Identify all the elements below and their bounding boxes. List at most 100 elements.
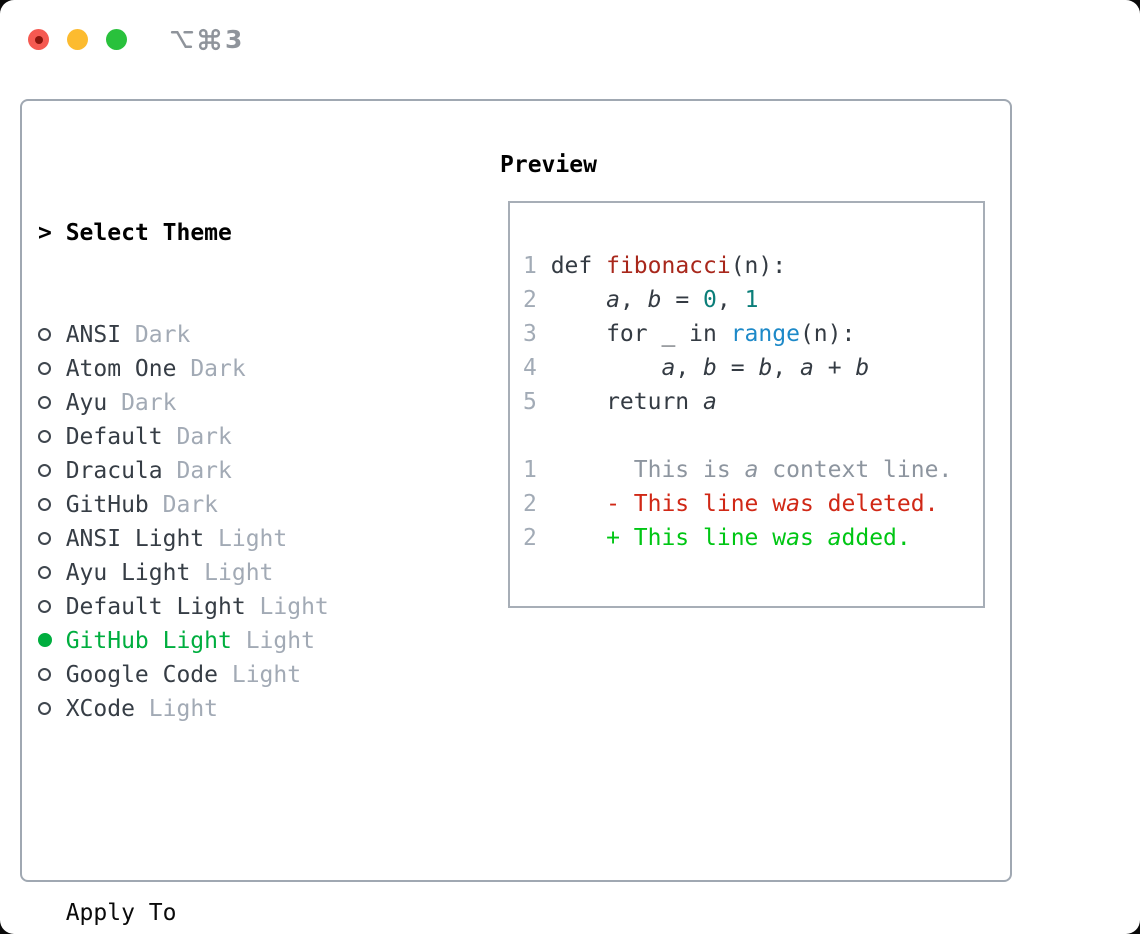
code-token: a <box>744 457 759 483</box>
code-token: (n): <box>730 253 787 279</box>
shortcut-number: 3 <box>225 25 243 54</box>
option-label: XCode <box>65 696 135 722</box>
code-token: a <box>786 525 800 551</box>
radio-off-icon <box>38 565 51 579</box>
line-number: 3 <box>523 321 537 347</box>
code-token: b <box>758 355 773 381</box>
code-token <box>551 287 606 313</box>
variant-tag: Light <box>245 628 315 654</box>
option-label: Google Code <box>65 662 219 688</box>
theme-option-github-light[interactable]: GitHub Light Light <box>38 624 470 658</box>
code-token: context line. <box>758 457 953 483</box>
variant-tag: Light <box>231 662 302 688</box>
code-token: 1 <box>744 287 759 313</box>
titlebar: 3 <box>28 27 242 52</box>
option-label: GitHub Light <box>65 628 232 654</box>
line-number: 5 <box>523 389 537 415</box>
code-token: range <box>730 321 800 347</box>
radio-off-icon <box>38 599 51 613</box>
code-token: dded. <box>841 525 911 551</box>
code-line: 2 + This line was added. <box>523 521 952 555</box>
radio-off-icon <box>38 463 51 477</box>
command-key-icon <box>198 28 221 51</box>
variant-tag: Light <box>259 594 329 620</box>
radio-off-icon <box>38 429 51 443</box>
theme-option-ayu-light[interactable]: Ayu Light Light <box>38 556 470 590</box>
radio-off-icon <box>38 327 51 341</box>
select-theme-title: Select Theme <box>65 220 232 246</box>
radio-off-icon <box>38 497 51 511</box>
code-token: a <box>661 355 676 381</box>
radio-off-icon <box>38 667 51 681</box>
apply-to-header: Apply To <box>38 896 470 930</box>
theme-option-google-code[interactable]: Google Code Light <box>38 658 470 692</box>
close-button[interactable] <box>28 29 49 50</box>
code-token: + This line w <box>550 525 787 551</box>
radio-on-icon <box>38 633 52 647</box>
blank-line <box>523 419 952 453</box>
code-line: 3 for _ in range(n): <box>523 317 952 351</box>
unsaved-dot-icon <box>34 35 43 44</box>
code-token: 0 <box>703 287 717 313</box>
code-token: , <box>675 355 704 381</box>
option-label: ANSI <box>65 322 122 348</box>
code-token: This is <box>550 457 745 483</box>
code-token: a <box>800 355 814 381</box>
line-number: 1 <box>523 253 537 279</box>
option-label: Ayu Light <box>65 560 191 586</box>
window-title-shortcut: 3 <box>169 27 242 52</box>
variant-tag: Dark <box>190 356 246 382</box>
option-label: Default <box>65 424 163 450</box>
line-number: 2 <box>523 287 537 313</box>
option-label: Dracula <box>65 458 163 484</box>
variant-tag: Dark <box>176 424 232 450</box>
code-token: a <box>606 287 620 313</box>
code-token: + <box>813 355 856 381</box>
code-token: s deleted. <box>799 491 939 517</box>
code-token: fibonacci <box>606 253 731 279</box>
code-line: 5 return a <box>523 385 952 419</box>
cursor-icon: > <box>38 220 52 246</box>
code-token: = <box>716 355 759 381</box>
radio-off-icon <box>38 361 51 375</box>
code-line: 2 - This line was deleted. <box>523 487 952 521</box>
code-token: , <box>619 287 648 313</box>
code-token: s <box>799 525 828 551</box>
code-token: return <box>550 389 704 415</box>
option-label: GitHub <box>65 492 149 518</box>
code-token: a <box>786 491 800 517</box>
variant-tag: Light <box>218 526 288 552</box>
code-token: b <box>703 355 717 381</box>
theme-option-xcode[interactable]: XCode Light <box>38 692 470 726</box>
radio-off-icon <box>38 395 51 409</box>
theme-option-dracula[interactable]: Dracula Dark <box>38 454 470 488</box>
code-token: for _ in <box>550 321 731 347</box>
theme-option-default[interactable]: Default Dark <box>38 420 470 454</box>
variant-tag: Light <box>204 560 274 586</box>
line-number: 2 <box>523 491 537 517</box>
code-line: 2 a, b = 0, 1 <box>523 283 952 317</box>
radio-off-icon <box>38 701 51 715</box>
variant-tag: Light <box>148 696 219 722</box>
line-number: 2 <box>523 525 537 551</box>
apply-to-title: Apply To <box>65 900 177 926</box>
code-token: , <box>772 355 800 381</box>
code-token: a <box>703 389 717 415</box>
code-line: 1 This is a context line. <box>523 453 952 487</box>
variant-tag: Dark <box>176 458 232 484</box>
zoom-button[interactable] <box>106 29 127 50</box>
minimize-button[interactable] <box>67 29 88 50</box>
line-number: 1 <box>523 457 537 483</box>
